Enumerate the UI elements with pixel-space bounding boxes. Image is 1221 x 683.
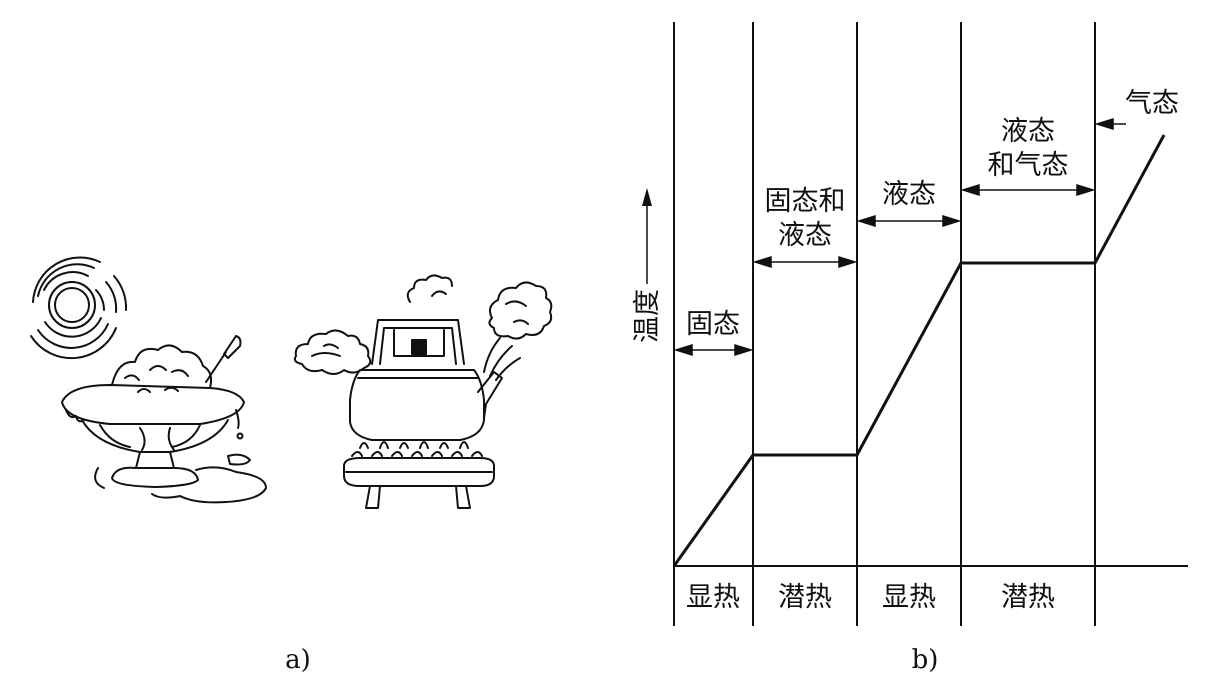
panel-a-caption: a) [285, 645, 311, 675]
heat-type-latent-1: 潜热 [778, 582, 832, 613]
phase-label-solid-liquid-line1: 固态和 [765, 186, 846, 217]
panel-a: a) [30, 256, 553, 675]
phase-label-liquid: 液态 [882, 179, 936, 210]
phase-arrows [673, 117, 1126, 357]
phase-label-liquid-gas-line2: 和气态 [988, 150, 1069, 181]
heat-type-latent-2: 潜热 [1001, 582, 1055, 613]
phase-label-solid: 固态 [686, 309, 740, 340]
heat-type-sensible-1: 显热 [686, 582, 740, 613]
phase-label-liquid-gas-line1: 液态 [1001, 116, 1055, 147]
ice-bowl-icon [61, 335, 267, 504]
kettle-on-stove-icon [293, 274, 553, 509]
phase-label-gas: 气态 [1125, 88, 1179, 119]
y-axis-label-group: 温度 [632, 188, 663, 343]
sun-icon [30, 256, 128, 360]
panel-b-caption: b) [912, 645, 939, 675]
heat-type-sensible-2: 显热 [882, 582, 936, 613]
panel-b: 温度 固态 固态和 液态 液态 液态 和气态 气态 [632, 22, 1188, 675]
phase-label-solid-liquid-line2: 液态 [778, 220, 832, 251]
phase-dividers [673, 22, 1096, 626]
heating-curve [672, 134, 1166, 567]
y-axis-label: 温度 [632, 289, 663, 343]
